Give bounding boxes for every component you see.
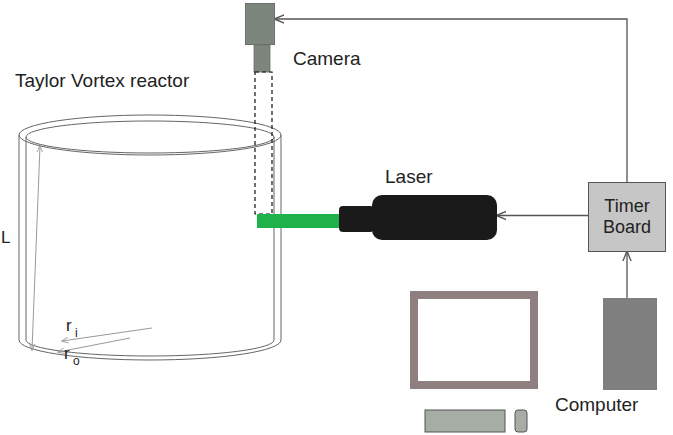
monitor [414, 295, 534, 385]
radius-label: r [66, 316, 72, 336]
camera-lens [254, 45, 270, 72]
laser: Laser [372, 195, 497, 240]
length-dimension [32, 146, 40, 350]
radius-subscript: o [73, 354, 80, 368]
computer: Computer [603, 298, 657, 390]
reactor: Taylor Vortex reactor [18, 114, 282, 360]
node-label: Laser [385, 166, 433, 188]
dimension-label: L [1, 228, 10, 248]
signal-arrow [497, 215, 588, 216]
node-label: Timer Board [589, 196, 665, 237]
node-label: Taylor Vortex reactor [15, 70, 189, 92]
reactor-cylinder [19, 115, 281, 360]
camera-view [255, 72, 272, 214]
timer-board: Timer Board [588, 182, 666, 252]
node-label: Computer [555, 394, 638, 416]
signal-arrow [626, 252, 627, 298]
radius-label: r [64, 344, 70, 364]
camera: Camera [245, 3, 275, 45]
laser-beam [257, 214, 341, 228]
mouse [515, 410, 527, 432]
keyboard [425, 410, 505, 432]
radius-subscript: i [75, 326, 78, 340]
laser-nose [339, 206, 374, 232]
node-label: Camera [293, 48, 361, 70]
signal-arrow [275, 19, 627, 182]
